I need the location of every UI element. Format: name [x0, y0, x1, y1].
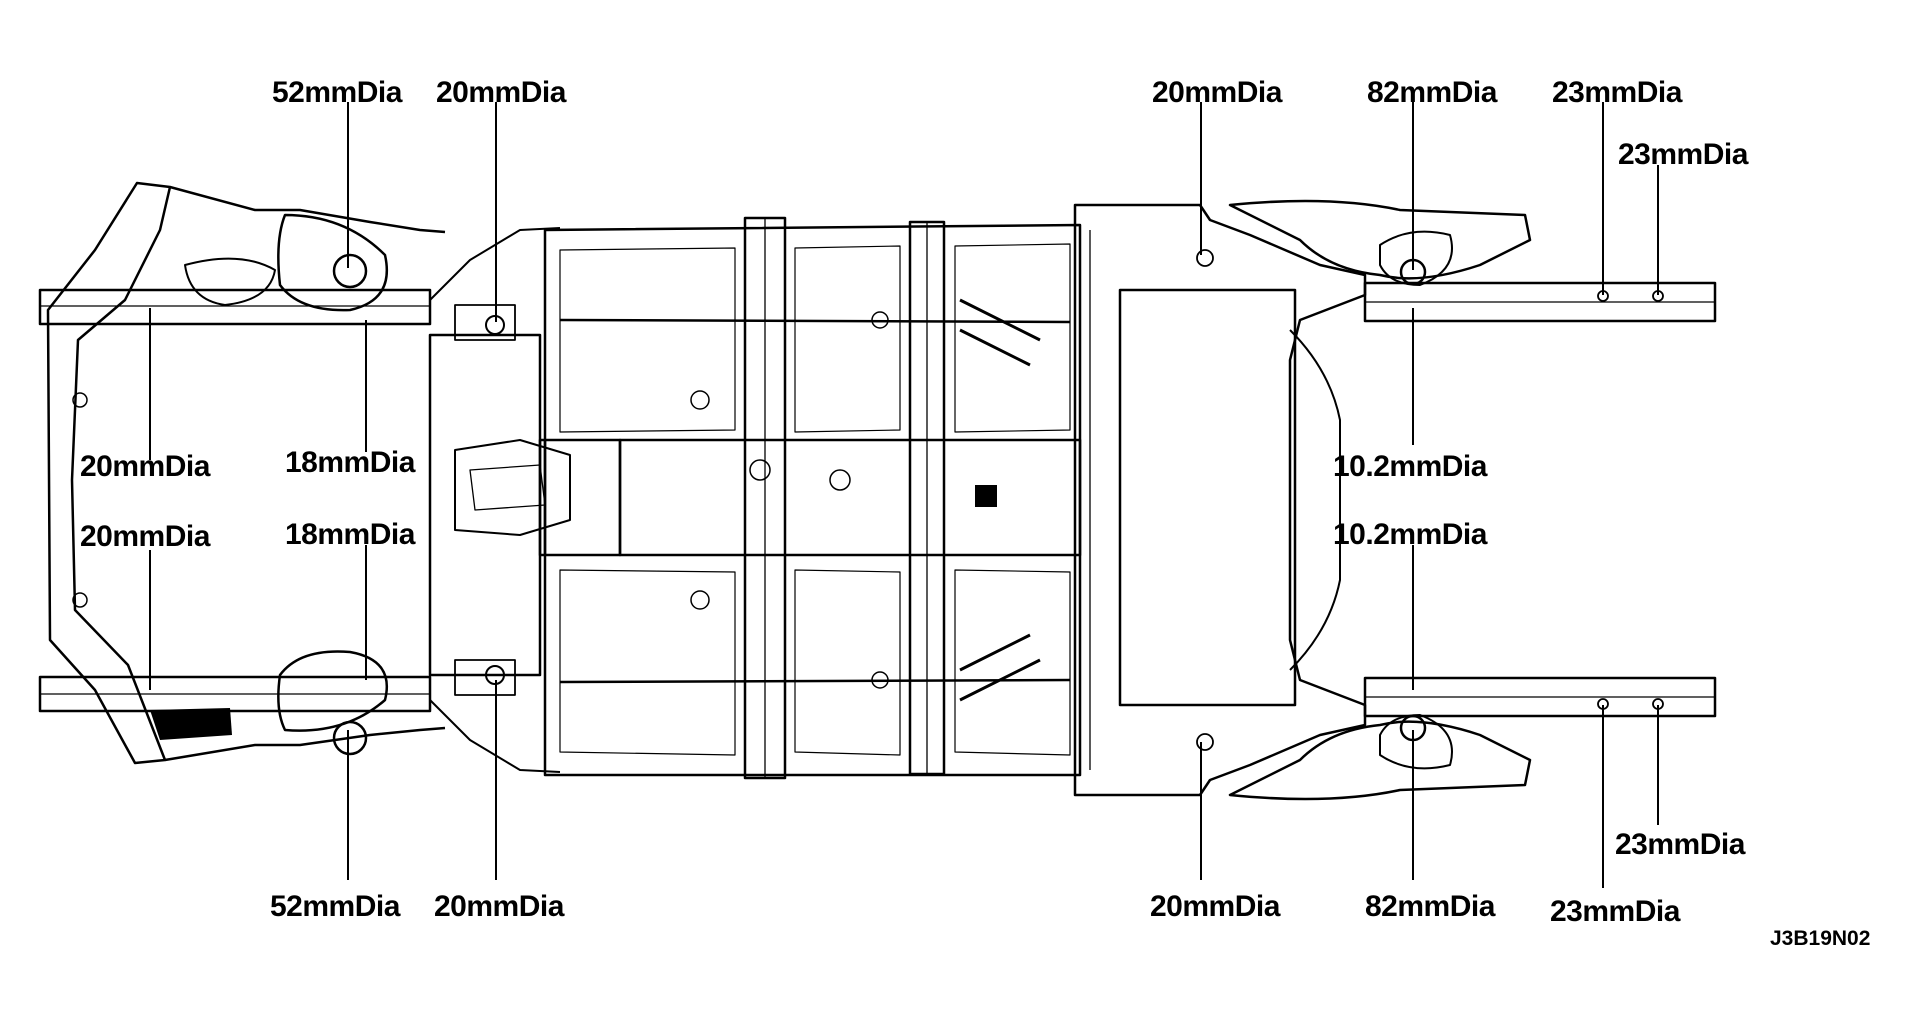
callout-20mm-mid-lower: 20mmDia	[80, 520, 210, 553]
underbody-drawing	[38, 181, 1717, 801]
callout-82mm-bottom: 82mmDia	[1365, 890, 1495, 923]
callout-20mm-bottom-right: 20mmDia	[1150, 890, 1280, 923]
callout-18mm-mid-lower: 18mmDia	[285, 518, 415, 551]
callout-20mm-top-right: 20mmDia	[1152, 76, 1282, 109]
callout-20mm-mid-upper: 20mmDia	[80, 450, 210, 483]
center-floor	[538, 216, 1082, 780]
callout-52mm-bottom: 52mmDia	[270, 890, 400, 923]
callout-10-2mm-mid-lower: 10.2mmDia	[1333, 518, 1487, 551]
front-floor	[428, 333, 571, 677]
callout-82mm-top: 82mmDia	[1367, 76, 1497, 109]
front-subframe	[38, 181, 561, 773]
callout-23mm-bottom-b: 23mmDia	[1550, 895, 1680, 928]
figure-code: J3B19N02	[1770, 927, 1871, 950]
callout-10-2mm-mid-upper: 10.2mmDia	[1333, 450, 1487, 483]
rear-subframe	[1073, 199, 1717, 801]
callout-leaders	[149, 102, 1659, 888]
callout-23mm-bottom-a: 23mmDia	[1615, 828, 1745, 861]
callout-20mm-top-left: 20mmDia	[436, 76, 566, 109]
callout-23mm-top-b: 23mmDia	[1618, 138, 1748, 171]
callout-52mm-top: 52mmDia	[272, 76, 402, 109]
callout-23mm-top-a: 23mmDia	[1552, 76, 1682, 109]
callout-18mm-mid-upper: 18mmDia	[285, 446, 415, 479]
callout-20mm-bottom-left: 20mmDia	[434, 890, 564, 923]
